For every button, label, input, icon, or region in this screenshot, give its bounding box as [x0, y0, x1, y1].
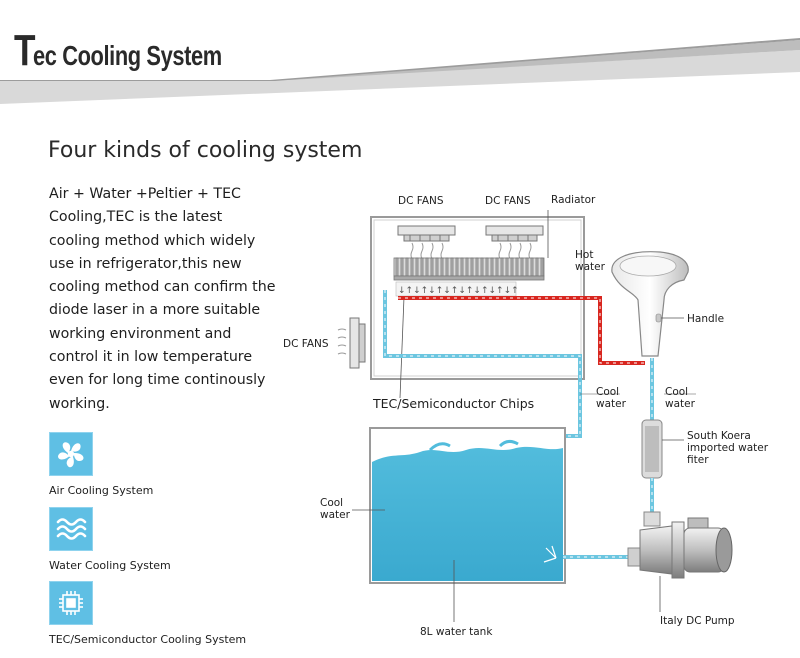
- label-cool-water-tank: Cool water: [320, 497, 350, 521]
- page-title-initial: T: [14, 26, 36, 75]
- laser-handle: [611, 251, 689, 357]
- airflow-icon: [410, 242, 532, 260]
- tec-chip-strip: ↓↑↓↑↓↑↓↑↓↑↓↑↓↑↓↑: [395, 281, 519, 297]
- description-text: Air + Water +Peltier + TEC Cooling,TEC i…: [49, 186, 276, 412]
- dc-pump: [627, 511, 733, 612]
- page-title-rest: ec Cooling System: [33, 40, 223, 71]
- label-hot-water: Hot water: [575, 249, 605, 273]
- label-dc-pump: Italy DC Pump: [660, 615, 735, 627]
- label-tec-chips: TEC/Semiconductor Chips: [373, 396, 535, 411]
- legend-tec-cooling: TEC/Semiconductor Cooling System: [49, 581, 246, 646]
- banner: [0, 0, 800, 104]
- label-cool-water-1: Cool water: [596, 386, 626, 410]
- chip-icon: [49, 581, 93, 625]
- top-fan-left: [397, 225, 456, 242]
- label-dc-fans-left: DC FANS: [398, 195, 444, 207]
- water-waves-icon: [49, 507, 93, 551]
- water-filter: [641, 419, 684, 479]
- legend-air-cooling: Air Cooling System: [49, 432, 153, 497]
- label-dc-fans-side: DC FANS: [283, 338, 329, 350]
- side-fan: [337, 317, 366, 369]
- top-fan-right: [485, 225, 544, 242]
- legend-label: TEC/Semiconductor Cooling System: [49, 633, 247, 646]
- label-dc-fans-right: DC FANS: [485, 195, 531, 207]
- water-tank: [369, 427, 566, 584]
- svg-text:↓↑↓↑↓↑↓↑↓↑↓↑↓↑↓↑: ↓↑↓↑↓↑↓↑↓↑↓↑↓↑↓↑: [398, 286, 519, 296]
- label-cool-water-2: Cool water: [665, 386, 695, 410]
- section-heading: Four kinds of cooling system: [48, 138, 363, 163]
- legend-label: Air Cooling System: [49, 484, 154, 497]
- fan-icon: [49, 432, 93, 476]
- label-radiator: Radiator: [551, 194, 596, 206]
- label-water-tank: 8L water tank: [420, 626, 493, 638]
- radiator: [393, 257, 545, 281]
- legend-label: Water Cooling System: [49, 559, 171, 572]
- page-title: Tec Cooling System: [14, 26, 275, 76]
- legend-water-cooling: Water Cooling System: [49, 507, 171, 572]
- label-handle: Handle: [687, 313, 725, 325]
- label-water-filter: South Koera imported water fiter: [687, 430, 769, 466]
